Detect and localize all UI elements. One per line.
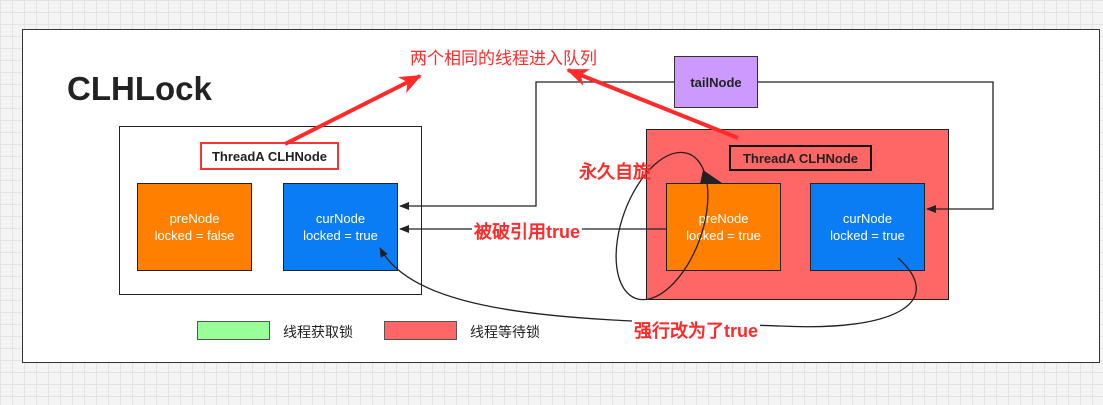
legend-label-wait: 线程等待锁 — [470, 324, 540, 340]
left-thread-label: ThreadA CLHNode — [200, 142, 339, 170]
spin-loop-ellipse — [615, 151, 709, 301]
left-pre-node: preNode locked = false — [137, 183, 252, 271]
left-pre-node-state: locked = false — [154, 228, 235, 243]
forced-annotation: 强行改为了true — [632, 317, 761, 343]
right-cur-node-state: locked = true — [830, 228, 905, 243]
tail-node: tailNode — [674, 56, 758, 108]
right-label-red-arrow — [566, 68, 739, 140]
right-cur-node-name: curNode — [842, 211, 893, 226]
right-pre-node: preNode locked = true — [666, 183, 781, 271]
legend-swatch-wait — [384, 321, 457, 340]
right-pre-node-name: preNode — [698, 211, 749, 226]
forced-true-curve — [379, 247, 917, 328]
right-pre-node-state: locked = true — [686, 228, 761, 243]
enqueue-annotation: 两个相同的线程进入队列 — [410, 49, 597, 68]
tail-to-left-cur-connector — [399, 81, 674, 210]
right-cur-node: curNode locked = true — [810, 183, 925, 271]
diagram-title: CLHLock — [67, 70, 212, 107]
legend-label-acquire: 线程获取锁 — [283, 324, 353, 340]
left-label-red-arrow — [284, 74, 422, 146]
left-cur-node-state: locked = true — [303, 228, 378, 243]
spin-annotation: 永久自旋 — [579, 162, 651, 182]
legend-swatch-acquire — [197, 321, 270, 340]
tail-to-right-cur-connector — [758, 81, 994, 213]
referenced-annotation: 被破引用true — [472, 218, 583, 244]
left-cur-node-name: curNode — [315, 211, 366, 226]
left-cur-node: curNode locked = true — [283, 183, 398, 271]
left-pre-node-name: preNode — [169, 211, 220, 226]
spin-loop-arrowhead — [700, 170, 722, 184]
right-thread-label: ThreadA CLHNode — [729, 145, 872, 171]
